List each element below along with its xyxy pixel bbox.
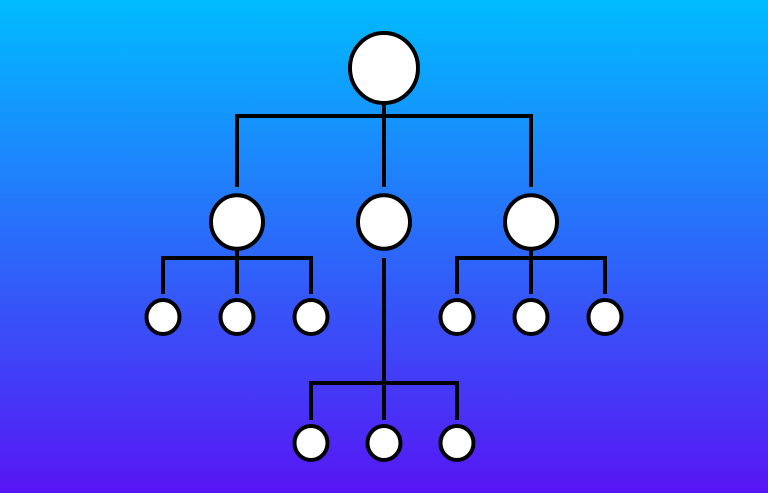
tree-node-a2	[218, 298, 256, 336]
tree-node-root	[348, 30, 420, 106]
tree-node-b2	[365, 424, 403, 462]
tree-node-a1	[144, 298, 182, 336]
tree-node-a3	[292, 298, 330, 336]
tree-node-b1	[292, 424, 330, 462]
tree-node-c	[503, 193, 559, 251]
tree-node-b3	[438, 424, 476, 462]
tree-node-c1	[438, 298, 476, 336]
tree-node-c3	[586, 298, 624, 336]
tree-node-b	[356, 193, 412, 251]
tree-node-a	[209, 193, 265, 251]
tree-node-c2	[512, 298, 550, 336]
